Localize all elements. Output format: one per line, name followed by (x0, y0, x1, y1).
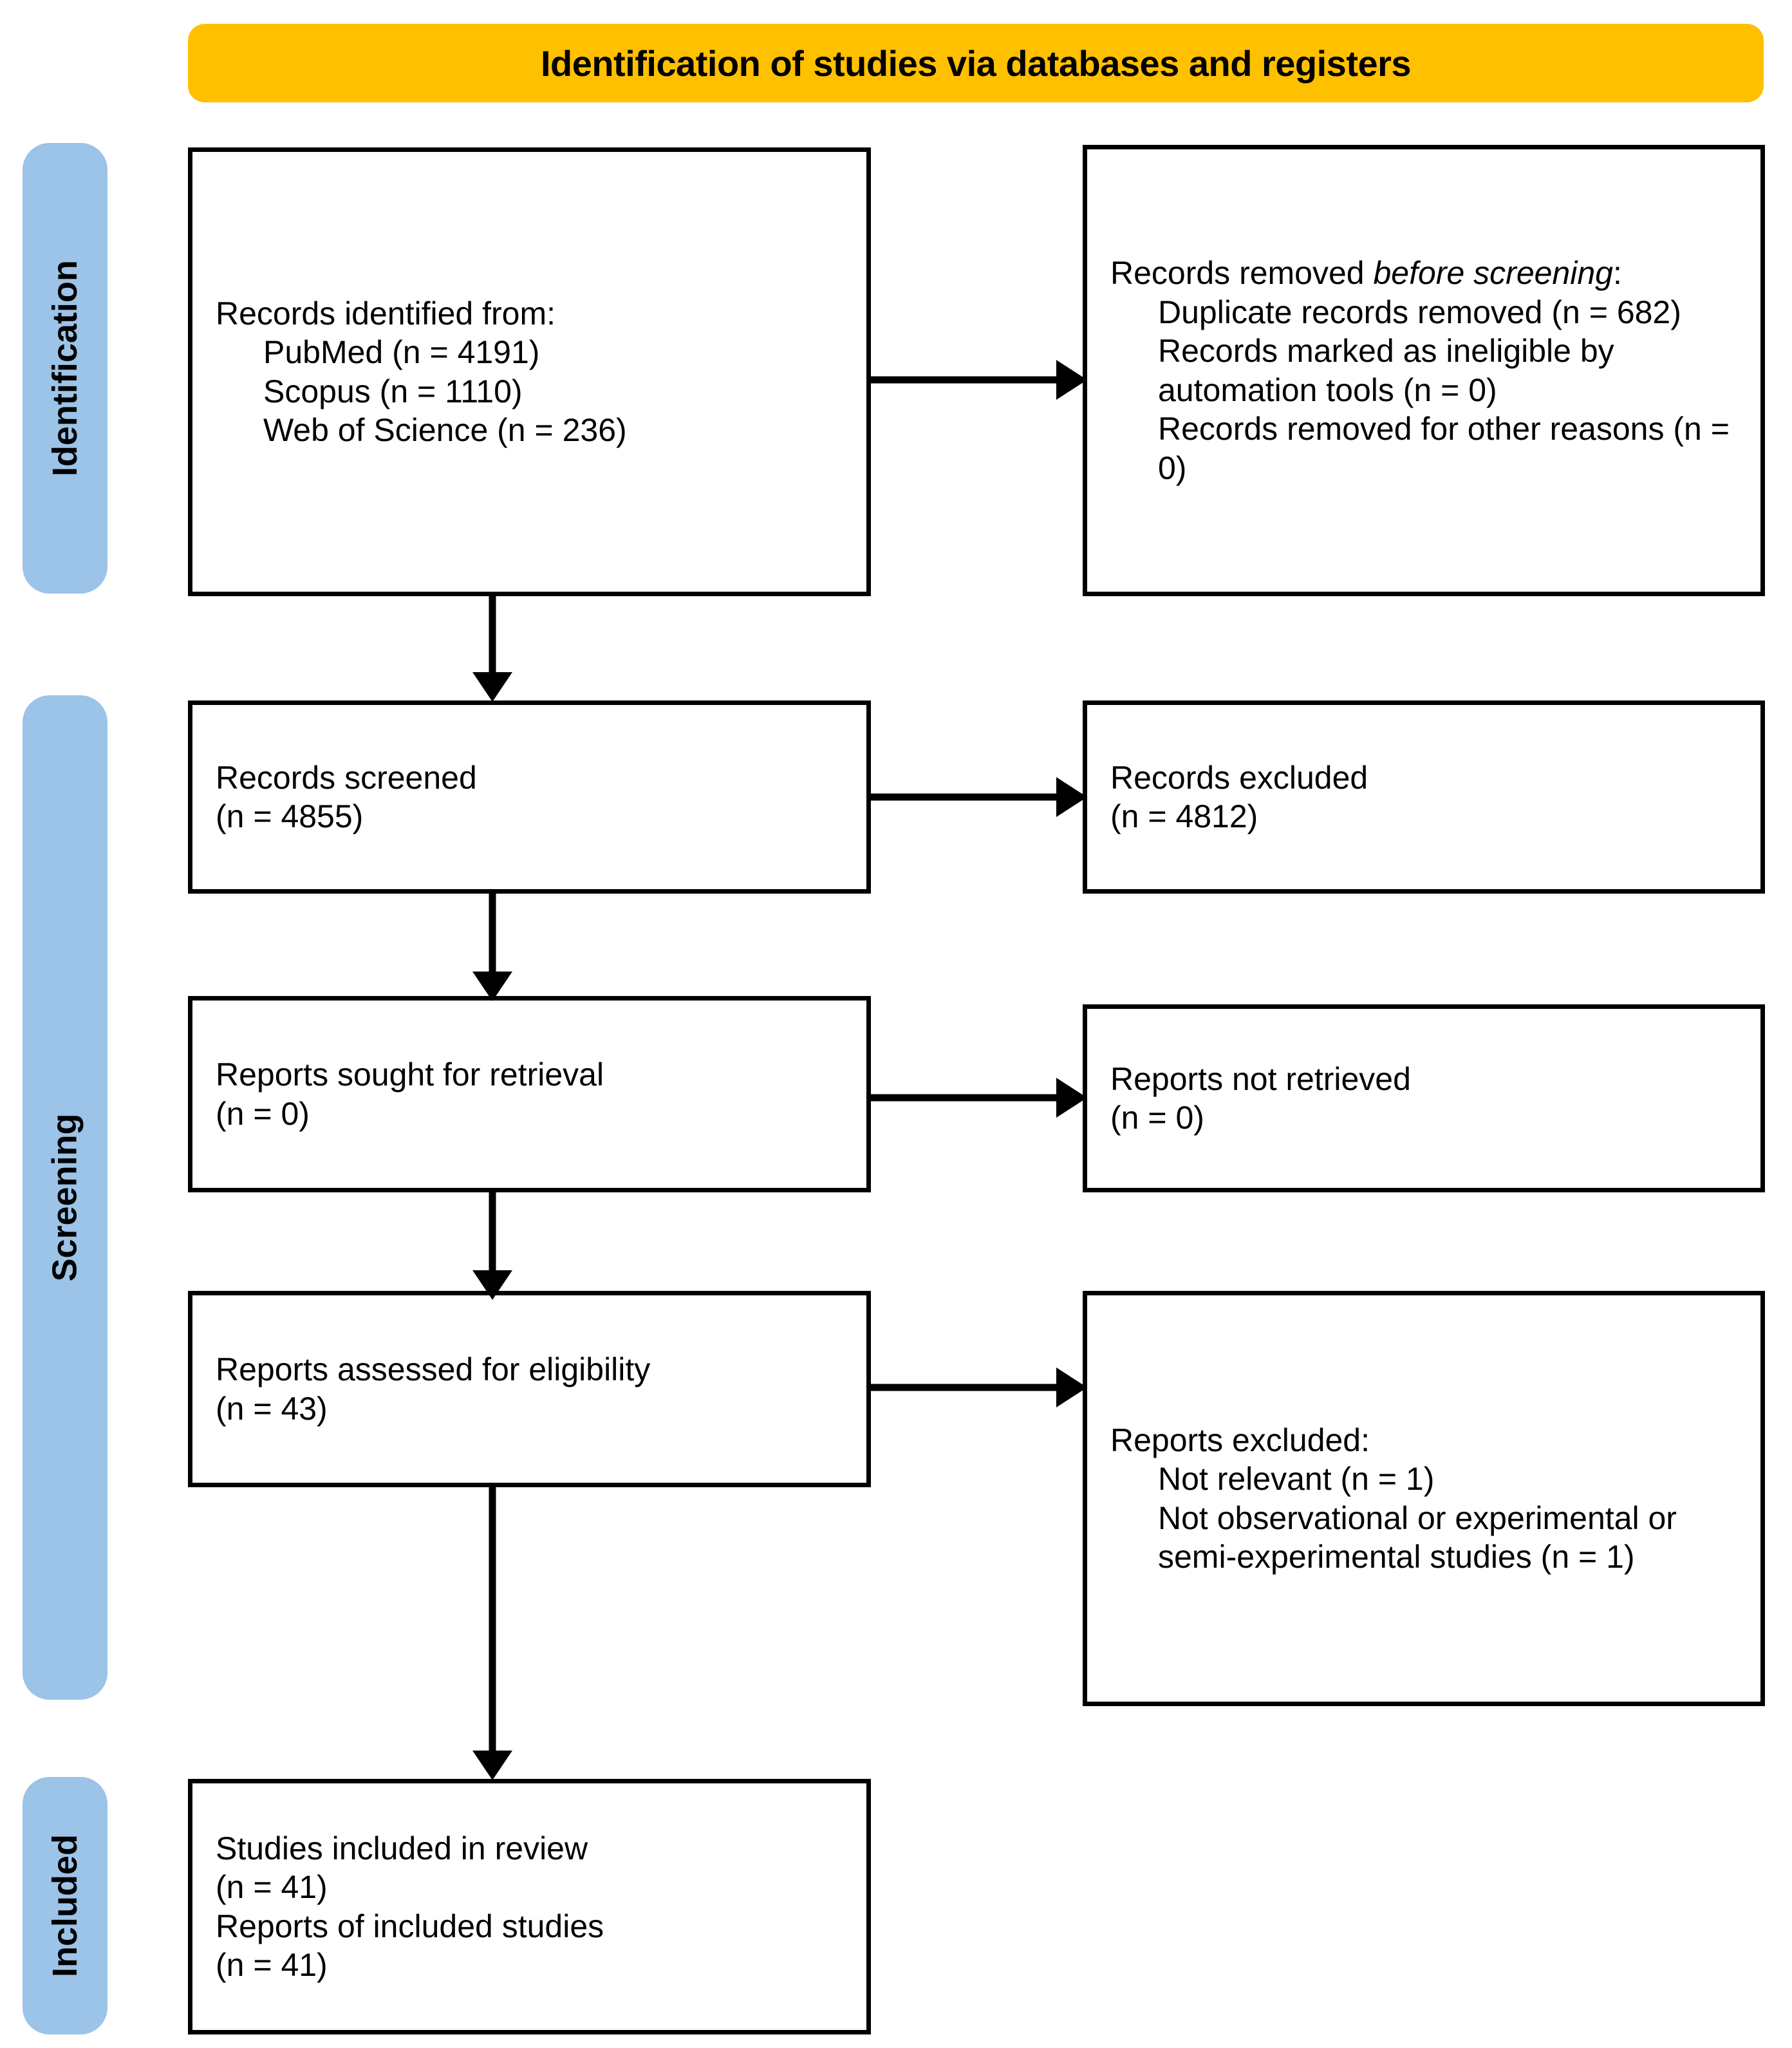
studies-included-line1: Studies included in review (216, 1830, 588, 1866)
stage-label-screening: Screening (46, 1113, 84, 1282)
page-title: Identification of studies via databases … (540, 42, 1412, 84)
stage-bar-screening: Screening (23, 695, 107, 1700)
stage-bar-included: Included (23, 1777, 107, 2034)
records-identified-source-0: PubMed (n = 4191) (263, 334, 540, 370)
reports-sought-line1: Reports sought for retrieval (216, 1057, 604, 1093)
reports-not-retrieved-line2: (n = 0) (1110, 1100, 1204, 1136)
records-removed-title-tail: : (1612, 255, 1622, 291)
records-identified-title: Records identified from: (216, 295, 556, 332)
box-records-removed-before-screening: Records removed before screening: Duplic… (1083, 145, 1765, 596)
records-removed-item-2: Records removed for other reasons (n = 0… (1158, 411, 1730, 486)
arrow-assessed-to-included (460, 1485, 525, 1781)
stage-label-identification: Identification (46, 260, 84, 476)
arrow-assessed-to-reports-excluded (871, 1358, 1090, 1416)
stage-bar-identification: Identification (23, 143, 107, 594)
box-reports-sought-for-retrieval: Reports sought for retrieval (n = 0) (188, 996, 871, 1192)
arrow-sought-to-not-retrieved (871, 1069, 1090, 1127)
box-reports-assessed-for-eligibility: Reports assessed for eligibility (n = 43… (188, 1291, 871, 1487)
reports-not-retrieved-line1: Reports not retrieved (1110, 1060, 1411, 1097)
diagram-header-banner: Identification of studies via databases … (188, 24, 1764, 102)
studies-included-line3: Reports of included studies (216, 1908, 604, 1944)
records-removed-title-lead: Records removed (1110, 255, 1374, 291)
records-removed-title-italic: before screening (1373, 255, 1613, 291)
stage-label-included: Included (46, 1834, 85, 1978)
box-records-excluded: Records excluded (n = 4812) (1083, 700, 1765, 894)
records-screened-line2: (n = 4855) (216, 798, 364, 834)
box-reports-not-retrieved: Reports not retrieved (n = 0) (1083, 1004, 1765, 1192)
reports-sought-line2: (n = 0) (216, 1095, 310, 1132)
reports-excluded-title: Reports excluded: (1110, 1422, 1370, 1458)
arrow-identified-to-removed (871, 351, 1090, 409)
reports-excluded-item-0: Not relevant (n = 1) (1158, 1461, 1435, 1497)
arrow-screened-to-excluded (871, 768, 1090, 826)
studies-included-line2: (n = 41) (216, 1869, 328, 1905)
box-studies-included-in-review: Studies included in review (n = 41) Repo… (188, 1779, 871, 2034)
records-removed-title: Records removed before screening: (1110, 254, 1737, 293)
box-records-screened: Records screened (n = 4855) (188, 700, 871, 894)
records-screened-line1: Records screened (216, 759, 477, 796)
arrow-identified-to-screened (460, 592, 525, 703)
reports-excluded-item-1: Not observational or experimental or sem… (1158, 1499, 1677, 1575)
box-reports-excluded: Reports excluded: Not relevant (n = 1) N… (1083, 1291, 1765, 1706)
arrow-sought-to-assessed (460, 1190, 525, 1301)
records-removed-item-0: Duplicate records removed (n = 682) (1158, 294, 1681, 330)
records-excluded-line1: Records excluded (1110, 759, 1368, 796)
reports-assessed-line1: Reports assessed for eligibility (216, 1351, 651, 1387)
box-records-identified: Records identified from: PubMed (n = 419… (188, 147, 871, 596)
records-identified-source-1: Scopus (n = 1110) (263, 373, 523, 409)
records-removed-item-1: Records marked as ineligible by automati… (1158, 333, 1614, 408)
reports-assessed-line2: (n = 43) (216, 1390, 328, 1427)
records-identified-source-2: Web of Science (n = 236) (263, 412, 627, 448)
arrow-screened-to-sought (460, 892, 525, 1002)
studies-included-line4: (n = 41) (216, 1947, 328, 1983)
records-excluded-line2: (n = 4812) (1110, 798, 1258, 834)
